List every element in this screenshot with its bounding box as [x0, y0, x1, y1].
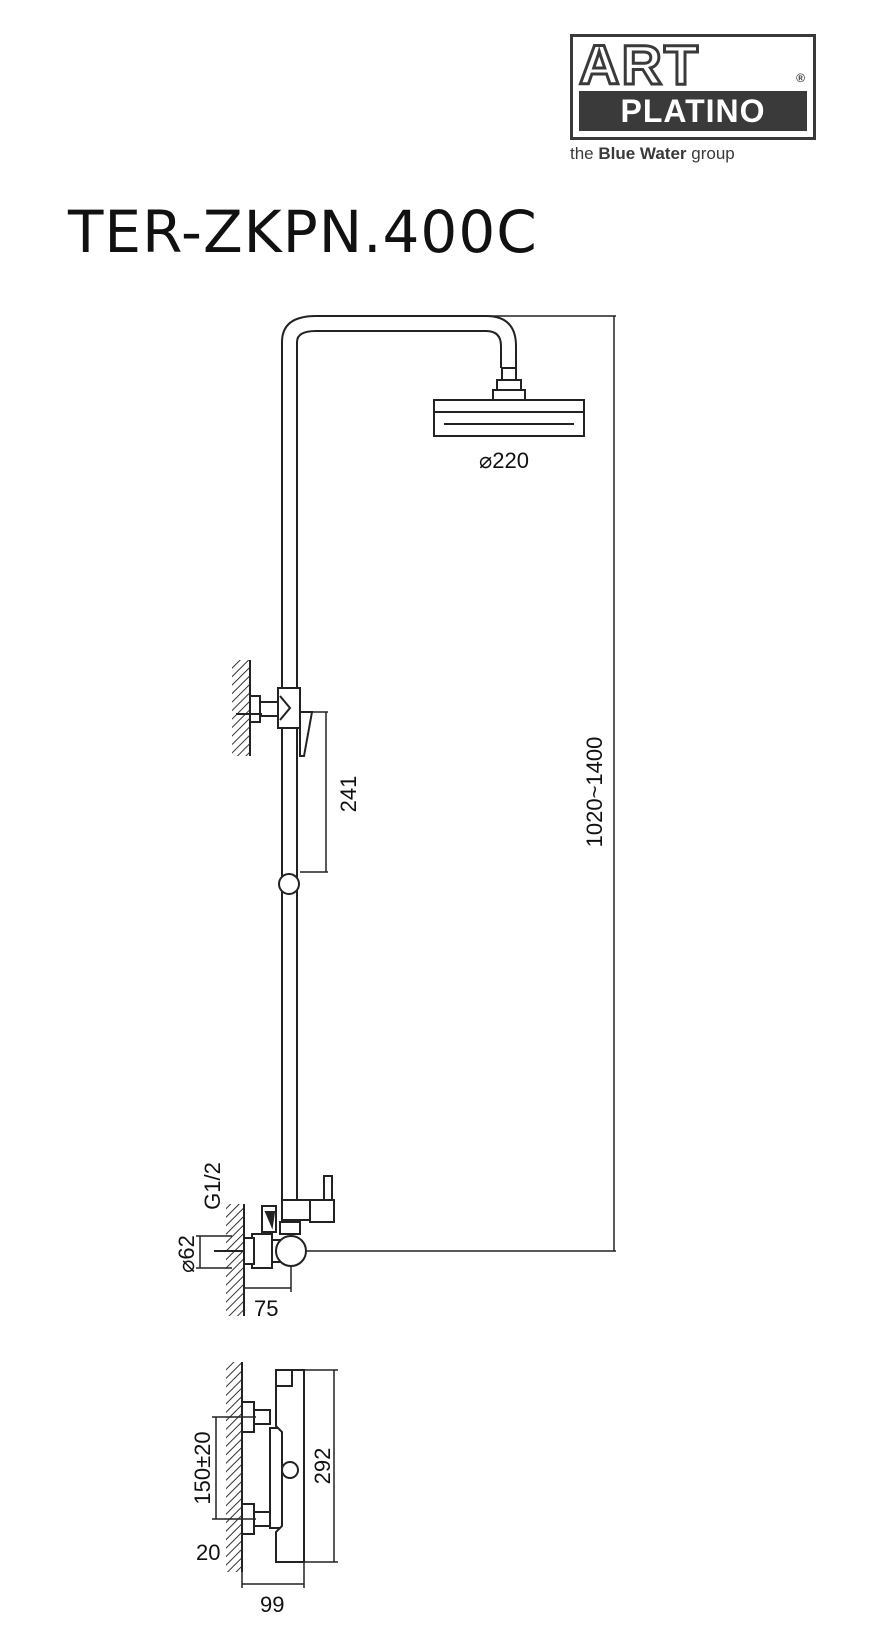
side-inlet-bottom: [253, 1511, 271, 1527]
brand-logo: ART ® PLATINO the Blue Water group: [570, 34, 820, 164]
head-nut: [496, 379, 522, 391]
head-joint: [492, 389, 526, 401]
label-body-height: 292: [310, 1448, 335, 1485]
label-body-depth: 99: [260, 1592, 284, 1617]
diverter-body: [281, 1199, 311, 1221]
logo-box: ART ® PLATINO: [570, 34, 816, 140]
slider-knob: [278, 873, 300, 895]
diverter-handle-base: [309, 1199, 335, 1223]
bracket-clamp-detail: [279, 695, 292, 721]
outlet-nozzle-detail: [264, 1211, 276, 1230]
tagline-post: group: [691, 144, 735, 163]
wall-bottom: [214, 1204, 255, 1316]
side-mixer-back: [269, 1427, 283, 1529]
label-holder-distance: 241: [336, 776, 361, 813]
label-thread: G1/2: [200, 1162, 225, 1210]
label-height-range: 1020~1400: [582, 737, 607, 848]
diverter-lever: [323, 1175, 333, 1201]
mixer-body: [275, 1235, 307, 1267]
side-wall-hatch: [226, 1362, 242, 1572]
side-dimension-lines: [212, 1369, 338, 1588]
logo-art-text: ART: [578, 33, 701, 96]
mixer-side-view: [212, 1362, 338, 1588]
label-mixer-diameter: ⌀62: [174, 1235, 199, 1273]
tagline-bold: Blue Water: [598, 144, 687, 163]
logo-platino-text: PLATINO: [579, 91, 807, 131]
thermostatic-mixer: [251, 1175, 335, 1269]
logo-tagline: the Blue Water group: [570, 144, 820, 164]
side-inlet-top: [253, 1409, 271, 1425]
side-center-knob: [281, 1461, 299, 1479]
label-inlet-offset: 20: [196, 1540, 220, 1565]
head-plate: [433, 399, 585, 437]
label-head-diameter: ⌀220: [479, 448, 529, 473]
wall-bracket-top: [232, 660, 301, 756]
wall-hatch-top: [232, 660, 250, 756]
label-inlet-spacing: 150±20: [190, 1431, 215, 1504]
product-code-title: TER-ZKPN.400C: [68, 198, 538, 266]
head-connector: [501, 367, 517, 381]
mixer-neck: [279, 1221, 301, 1235]
bracket-plate: [249, 695, 261, 723]
holder-hook: [299, 711, 314, 757]
hand-shower-holder: [278, 711, 314, 895]
shower-arm-inner: [296, 330, 502, 368]
logo-registered-mark: ®: [796, 71, 805, 85]
wall-hatch-bottom: [226, 1204, 244, 1316]
side-top-knob: [275, 1369, 293, 1387]
label-wall-offset: 75: [254, 1296, 278, 1321]
shower-head: [433, 367, 585, 437]
tagline-pre: the: [570, 144, 594, 163]
wall-flange: [243, 1237, 255, 1265]
dimension-lines: [196, 315, 616, 1292]
shower-arm-outer: [281, 315, 517, 368]
